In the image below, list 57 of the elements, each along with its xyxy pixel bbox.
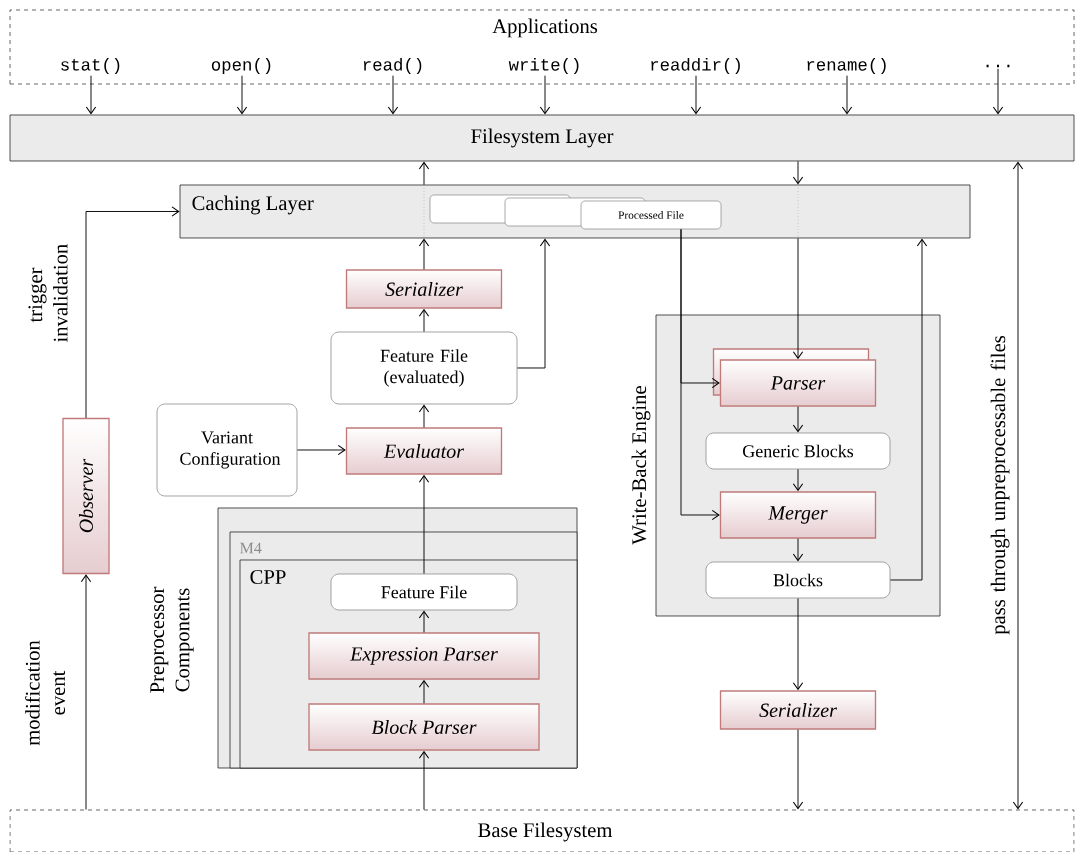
arrow bbox=[296, 444, 346, 456]
layer-bar: Filesystem Layer bbox=[9, 114, 1075, 162]
arrow bbox=[690, 75, 702, 115]
component-box: Observer bbox=[62, 417, 110, 575]
arrow bbox=[80, 574, 92, 811]
function-call-label: ... bbox=[986, 64, 1010, 68]
function-call-label: rename() bbox=[807, 57, 886, 75]
arrow bbox=[792, 468, 804, 492]
arrow bbox=[841, 75, 853, 115]
node-label: Write-Back Engine bbox=[631, 386, 651, 545]
arrow bbox=[889, 238, 928, 581]
arrow bbox=[680, 228, 720, 521]
function-call-label: write() bbox=[508, 57, 579, 75]
arrow bbox=[418, 161, 430, 186]
data-box: Feature File (evaluated) bbox=[330, 331, 518, 405]
function-call-label: readdir() bbox=[651, 57, 740, 75]
arrow bbox=[418, 610, 430, 633]
arrow bbox=[539, 75, 551, 115]
data-box: Blocks bbox=[705, 561, 891, 599]
arrow bbox=[387, 75, 399, 115]
function-call-label: read() bbox=[363, 57, 422, 75]
component-box: Serializer bbox=[345, 269, 503, 309]
data-box: Generic Blocks bbox=[705, 432, 891, 470]
edge-label: modification event bbox=[24, 640, 66, 746]
component-box: Block Parser bbox=[308, 703, 540, 751]
arrow bbox=[85, 75, 97, 115]
arrow bbox=[418, 308, 430, 333]
component-box: Evaluator bbox=[345, 427, 503, 475]
data-box: Variant Configuration bbox=[156, 403, 298, 497]
arrow bbox=[236, 75, 248, 115]
arrow bbox=[792, 237, 804, 360]
component-box: Expression Parser bbox=[308, 632, 540, 680]
edge-label: pass through unpreprocessable files bbox=[990, 335, 1010, 635]
function-call-label: open() bbox=[211, 57, 271, 75]
file-card: Processed File bbox=[580, 200, 722, 230]
component-box: Serializer bbox=[719, 690, 877, 730]
edge-label: trigger invalidation bbox=[28, 244, 68, 343]
component-box: Parser bbox=[712, 348, 877, 407]
arrow bbox=[418, 750, 430, 811]
arrow bbox=[792, 406, 804, 433]
component-box: Merger bbox=[719, 491, 877, 539]
arrow bbox=[418, 679, 430, 704]
function-call-label: stat() bbox=[61, 57, 120, 75]
arrow bbox=[792, 729, 804, 810]
arrow bbox=[792, 597, 804, 691]
arrow bbox=[1012, 161, 1024, 810]
arrow bbox=[516, 238, 551, 369]
arrow bbox=[85, 206, 180, 419]
arrow bbox=[992, 68, 1004, 115]
arrow bbox=[792, 538, 804, 562]
arrow bbox=[418, 474, 430, 575]
arrow bbox=[418, 238, 430, 270]
filesystem-panel: Base Filesystem bbox=[9, 809, 1075, 852]
arrow bbox=[792, 160, 804, 185]
data-box: Feature File bbox=[330, 573, 518, 611]
side-label: Preprocessor Components bbox=[150, 586, 194, 693]
arrow bbox=[418, 404, 430, 428]
